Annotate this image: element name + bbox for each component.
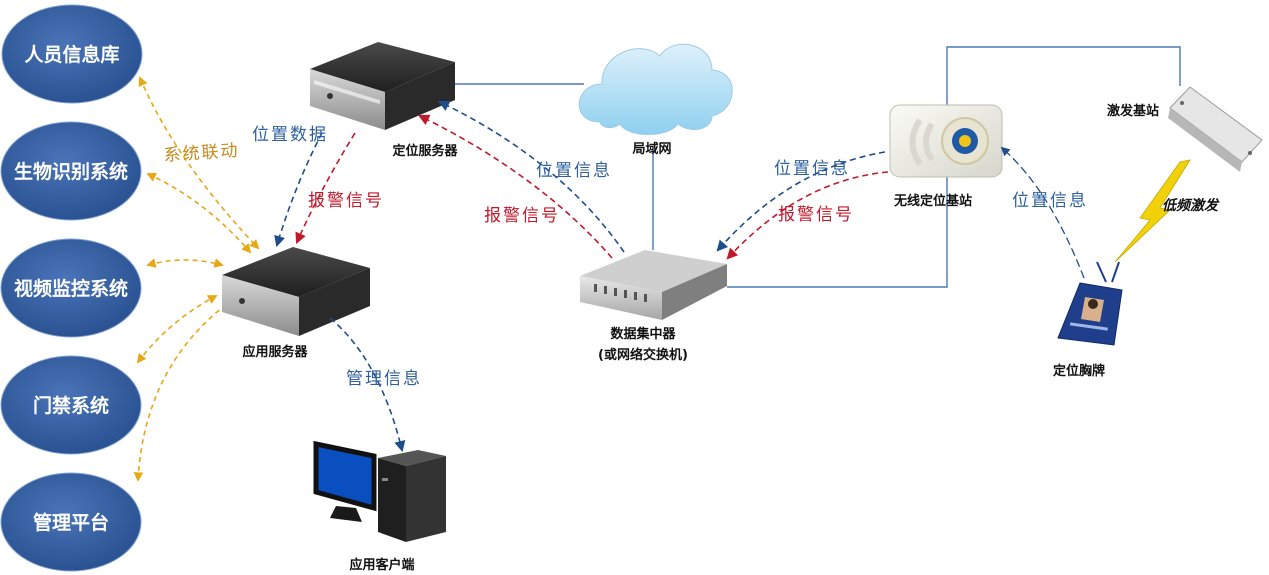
linkage-arrow-biometric [146, 172, 252, 254]
system-biometric[interactable]: 生物识别系统 [0, 121, 142, 221]
arrow-alarm-signal-center [417, 114, 613, 259]
linkage-arrow-video [146, 258, 224, 268]
arrow-position-data [274, 132, 323, 248]
linkage-arrows [133, 76, 260, 482]
system-personnel-db[interactable]: 人员信息库 [1, 4, 143, 104]
system-management-platform[interactable]: 管理平台 [0, 472, 142, 572]
label-management-info: 管理信息 [346, 369, 422, 389]
network-links [455, 46, 1181, 288]
label-wireless-base-station: 无线定位基站 [893, 193, 972, 209]
arrow-position-info-center [437, 100, 625, 253]
system-label: 生物识别系统 [14, 160, 128, 183]
label-position-info-center: 位置信息 [536, 161, 612, 181]
label-alarm-signal-right: 报警信号 [778, 205, 854, 225]
linkage-arrow-access [136, 295, 218, 364]
label-data-concentrator: 数据集中器 [610, 326, 676, 342]
label-alarm-signal-center: 报警信号 [484, 206, 560, 226]
system-label: 管理平台 [33, 511, 109, 534]
linkage-arrow-personnel [138, 76, 260, 250]
arrow-management-info [329, 317, 406, 453]
label-application-server: 应用服务器 [242, 344, 308, 360]
label-positioning-server: 定位服务器 [391, 143, 458, 159]
wireless-base-station-icon[interactable] [889, 104, 1003, 178]
label-application-client: 应用客户端 [349, 557, 414, 573]
system-label: 视频监控系统 [14, 277, 128, 300]
system-label: 人员信息库 [24, 43, 119, 66]
system-ellipses: 人员信息库 生物识别系统 视频监控系统 门禁系统 管理平台 [0, 4, 143, 572]
label-position-info-badge: 位置信息 [1012, 191, 1088, 211]
link-concentrator-basestation [727, 46, 1181, 288]
label-data-concentrator-sub: (或网络交换机) [598, 347, 688, 363]
label-position-data: 位置数据 [252, 125, 328, 145]
system-video-surveillance[interactable]: 视频监控系统 [0, 238, 142, 338]
arrow-alarm-signal-left [295, 132, 356, 245]
data-concentrator-icon[interactable] [580, 250, 727, 320]
system-access-control[interactable]: 门禁系统 [0, 355, 142, 455]
application-server-icon[interactable] [222, 247, 370, 336]
arrow-alarm-signal-right [726, 171, 889, 260]
arrow-position-info-right [716, 151, 886, 252]
arrow-position-info-badge [1000, 146, 1085, 279]
label-system-linkage: 系统联动 [163, 141, 240, 166]
cloud-icon [578, 43, 733, 135]
label-positioning-badge: 定位胸牌 [1052, 363, 1105, 379]
positioning-badge-icon[interactable] [1057, 261, 1123, 346]
system-label: 门禁系统 [33, 394, 109, 417]
label-lan: 局域网 [632, 141, 671, 157]
label-alarm-signal-left: 报警信号 [308, 191, 384, 211]
application-client-icon[interactable] [313, 440, 446, 542]
label-low-frequency-excitation: 低频激发 [1162, 197, 1220, 214]
linkage-arrow-platform [133, 294, 240, 482]
label-excitation-base-station: 激发基站 [1107, 103, 1159, 119]
lightning-icon [1114, 159, 1191, 263]
positioning-server-icon[interactable] [310, 42, 455, 130]
excitation-base-station-icon[interactable] [1168, 86, 1263, 172]
label-position-info-right: 位置信息 [774, 159, 850, 179]
